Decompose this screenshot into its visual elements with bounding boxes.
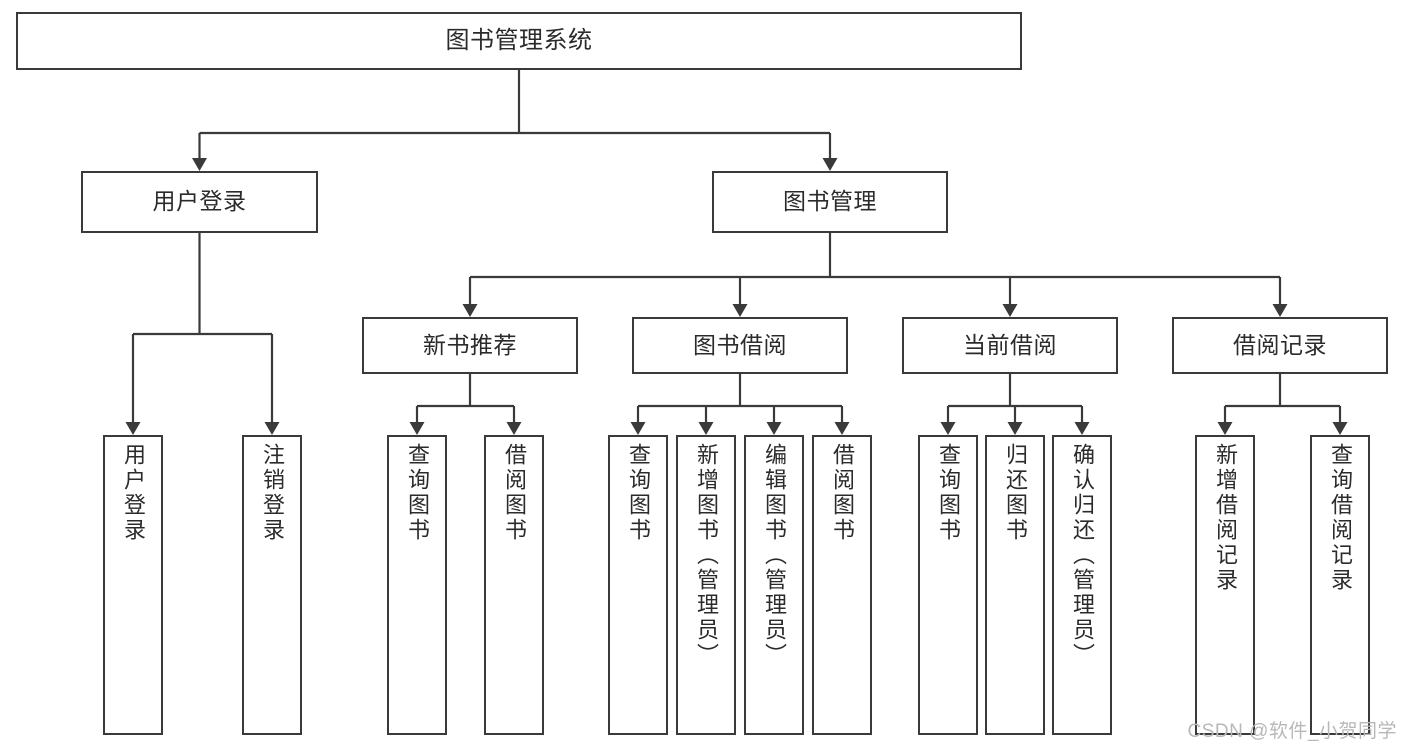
node-label-root: 图书管理系统 [445, 26, 593, 54]
edge-arrow-leaf-rec-add [1217, 422, 1233, 435]
node-borrow-record: 借阅记录 [1172, 317, 1388, 374]
edge-arrow-user-login [192, 158, 207, 171]
node-label-book-manage: 图书管理 [783, 188, 877, 215]
edge-arrow-leaf-borrow-query [630, 422, 646, 435]
node-leaf-borrow-query: 查询图书 [608, 435, 668, 735]
edge-arrow-current-borrow [1002, 304, 1018, 317]
node-label-leaf-cur-return: 归还图书 [1003, 443, 1028, 543]
node-label-leaf-borrow-query: 查询图书 [626, 443, 651, 543]
edge-arrow-leaf-rec-query [409, 422, 425, 435]
node-label-leaf-rec-borrow: 借阅图书 [502, 443, 527, 543]
node-label-borrow-record: 借阅记录 [1233, 331, 1327, 358]
node-leaf-rec-borrow: 借阅图书 [484, 435, 544, 735]
node-leaf-cur-query: 查询图书 [918, 435, 978, 735]
node-label-leaf-cur-query: 查询图书 [936, 443, 961, 543]
node-label-new-book-rec: 新书推荐 [423, 331, 517, 358]
node-leaf-rec-query: 查询图书 [387, 435, 447, 735]
node-leaf-user-logout: 注销登录 [242, 435, 302, 735]
node-label-book-borrow: 图书借阅 [693, 331, 787, 358]
node-label-leaf-borrow-add: 新增图书（管理员） [694, 443, 719, 668]
node-current-borrow: 当前借阅 [902, 317, 1118, 374]
edge-arrow-borrow-record [1272, 304, 1288, 317]
node-label-user-login: 用户登录 [152, 188, 247, 215]
edge-arrow-leaf-cur-confirm [1074, 422, 1090, 435]
edge-arrow-leaf-user-login [125, 422, 141, 435]
edge-arrow-leaf-rec-query2 [1332, 422, 1348, 435]
edge-arrow-new-book-rec [462, 304, 478, 317]
node-book-manage: 图书管理 [712, 171, 948, 233]
edge-arrow-leaf-cur-query [940, 422, 956, 435]
node-label-leaf-user-logout: 注销登录 [260, 443, 285, 543]
node-label-current-borrow: 当前借阅 [963, 331, 1057, 358]
edge-arrow-book-manage [822, 158, 838, 171]
node-root: 图书管理系统 [16, 12, 1022, 70]
node-leaf-cur-return: 归还图书 [985, 435, 1045, 735]
node-leaf-rec-add: 新增借阅记录 [1195, 435, 1255, 735]
node-label-leaf-user-login: 用户登录 [121, 443, 146, 543]
node-label-leaf-borrow-edit: 编辑图书（管理员） [762, 443, 787, 668]
edge-arrow-book-borrow [732, 304, 748, 317]
node-leaf-rec-query2: 查询借阅记录 [1310, 435, 1370, 735]
edge-arrow-leaf-borrow-edit [766, 422, 782, 435]
node-new-book-rec: 新书推荐 [362, 317, 578, 374]
csdn-watermark: CSDN @软件_小贺同学 [1187, 721, 1397, 742]
node-leaf-borrow-edit: 编辑图书（管理员） [744, 435, 804, 735]
edge-arrow-leaf-borrow-lend [834, 422, 850, 435]
node-label-leaf-rec-query2: 查询借阅记录 [1328, 443, 1353, 593]
node-user-login: 用户登录 [81, 171, 318, 233]
node-leaf-borrow-add: 新增图书（管理员） [676, 435, 736, 735]
edge-arrow-leaf-borrow-add [698, 422, 714, 435]
node-label-leaf-rec-query: 查询图书 [405, 443, 430, 543]
edge-arrow-leaf-rec-borrow [506, 422, 522, 435]
node-leaf-borrow-lend: 借阅图书 [812, 435, 872, 735]
node-leaf-user-login: 用户登录 [103, 435, 163, 735]
node-leaf-cur-confirm: 确认归还（管理员） [1052, 435, 1112, 735]
edge-arrow-leaf-user-logout [264, 422, 280, 435]
node-label-leaf-rec-add: 新增借阅记录 [1213, 443, 1238, 593]
node-label-leaf-borrow-lend: 借阅图书 [830, 443, 855, 543]
edge-arrow-leaf-cur-return [1007, 422, 1023, 435]
node-label-leaf-cur-confirm: 确认归还（管理员） [1070, 443, 1095, 668]
node-book-borrow: 图书借阅 [632, 317, 848, 374]
